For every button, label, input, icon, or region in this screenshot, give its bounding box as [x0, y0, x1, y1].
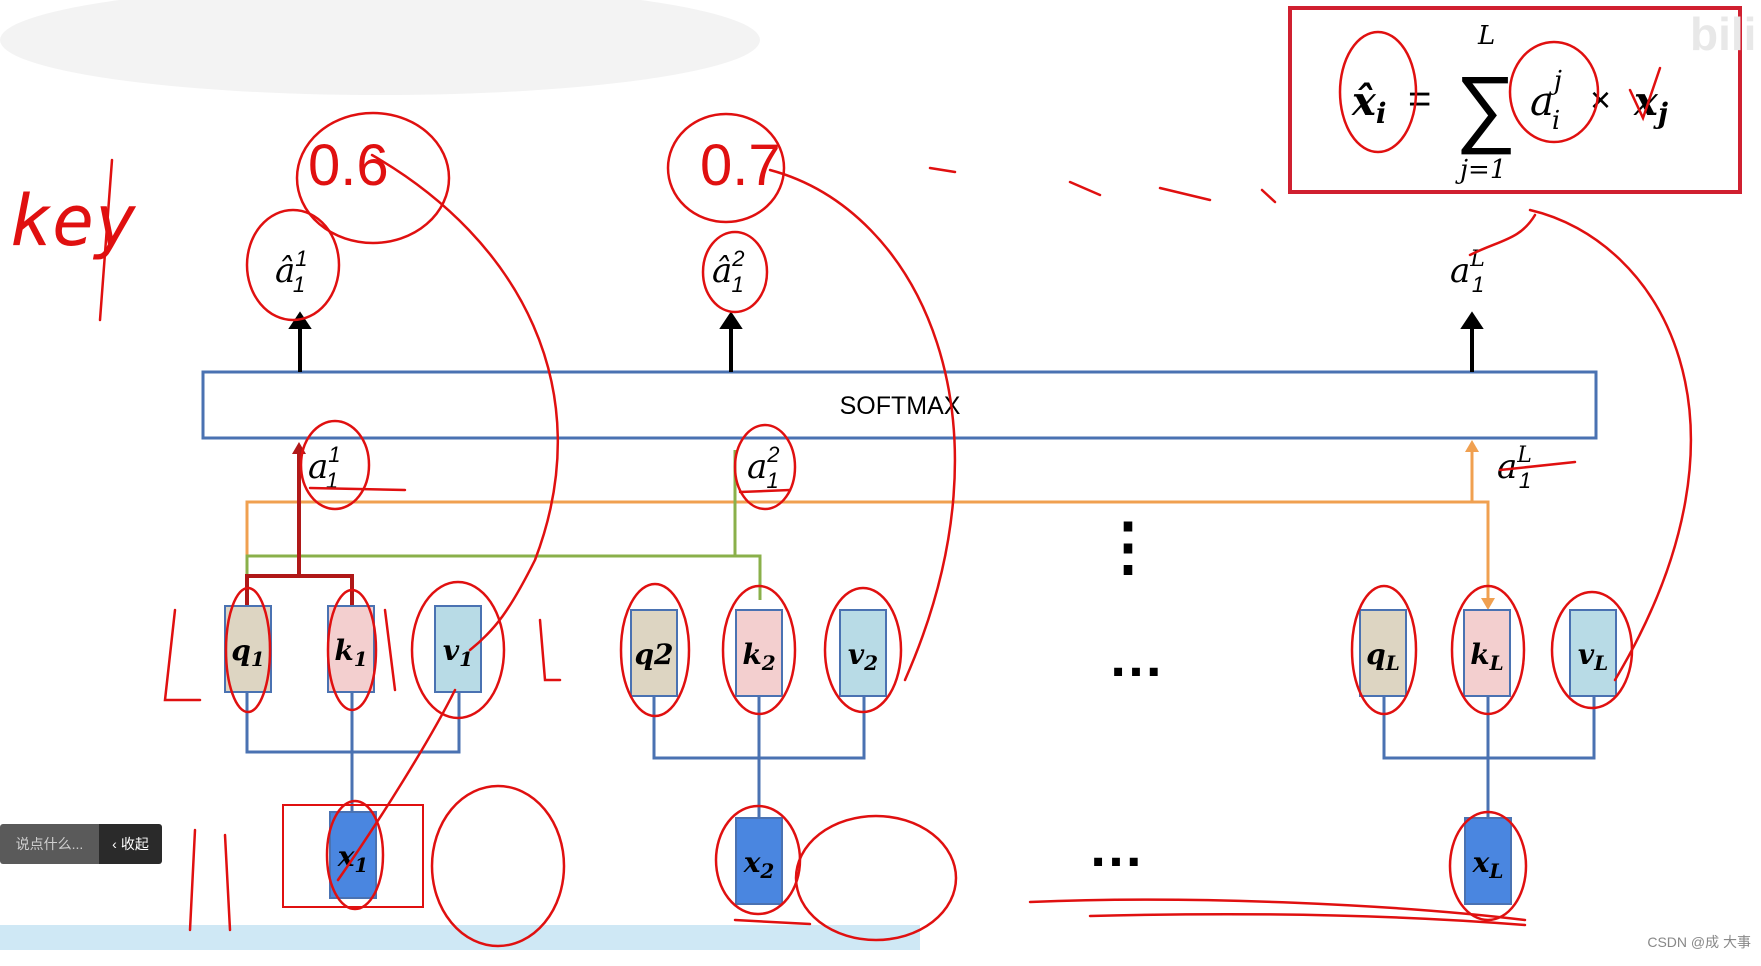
green-connector-k2	[735, 554, 762, 600]
handwritten-score-1: 0.6	[308, 133, 389, 198]
query-box-2	[630, 609, 678, 697]
collapse-label: 收起	[120, 836, 149, 852]
formula-equals: =	[1408, 77, 1431, 121]
key-box-L	[1463, 609, 1511, 697]
svg-text:x2: x2	[743, 846, 775, 883]
svg-text:qL: qL	[1366, 638, 1400, 675]
svg-text:k2: k2	[742, 638, 775, 675]
handwritten-key: key	[10, 180, 136, 262]
svg-text:q2: q2	[634, 638, 673, 671]
ellipsis-inputs: …	[1088, 815, 1144, 878]
csdn-watermark: CSDN @成 大事	[1647, 934, 1751, 950]
formula-lhs: x̂i	[1351, 78, 1387, 130]
collapse-button[interactable]: ‹ 收起	[99, 824, 162, 864]
ellipsis-qkv: …	[1108, 625, 1164, 688]
ellipsis-vertical: ⋮	[1096, 510, 1160, 582]
handwritten-score-2: 0.7	[700, 133, 781, 198]
svg-text:x1: x1	[337, 840, 369, 877]
value-box-2	[839, 609, 887, 697]
softmax-layer: SOFTMAX	[201, 370, 1598, 440]
input-box-2	[735, 817, 783, 905]
background-smudge	[0, 0, 920, 950]
formula-sum-symbol: ∑	[1455, 59, 1516, 155]
svg-text:v1: v1	[443, 634, 473, 671]
comment-input[interactable]: 说点什么...	[0, 824, 99, 864]
formula-sum-lower: j=1	[1455, 155, 1506, 185]
key-box-2	[735, 609, 783, 697]
qkv-group-L: qL kL vL xL	[1359, 609, 1617, 905]
softmax-label: SOFTMAX	[840, 392, 961, 420]
comment-bar: 说点什么... ‹ 收起	[0, 824, 162, 864]
output-arrows	[288, 311, 1484, 372]
key-box-1	[327, 605, 375, 693]
svg-text:v2: v2	[848, 638, 878, 675]
svg-text:xL: xL	[1472, 846, 1504, 883]
qkv-group-2: q2 k2 v2 x2	[630, 609, 887, 905]
svg-text:q1: q1	[231, 634, 265, 671]
svg-text:vL: vL	[1578, 638, 1608, 675]
chevron-left-icon: ‹	[112, 836, 117, 852]
svg-text:k1: k1	[334, 634, 367, 671]
value-box-L	[1569, 609, 1617, 697]
qkv-group-1: q1 k1 v1 x1	[224, 605, 482, 899]
svg-text:kL: kL	[1470, 638, 1503, 675]
handwritten-annotations: key 0.6 0.7	[10, 30, 1693, 948]
query-key-connectors	[245, 440, 1495, 610]
input-box-1	[329, 811, 377, 899]
video-watermark-logo: bili	[1690, 8, 1756, 60]
formula-x: xj	[1633, 78, 1668, 130]
input-box-L	[1464, 817, 1512, 905]
formula-sum-upper: L	[1477, 21, 1495, 51]
